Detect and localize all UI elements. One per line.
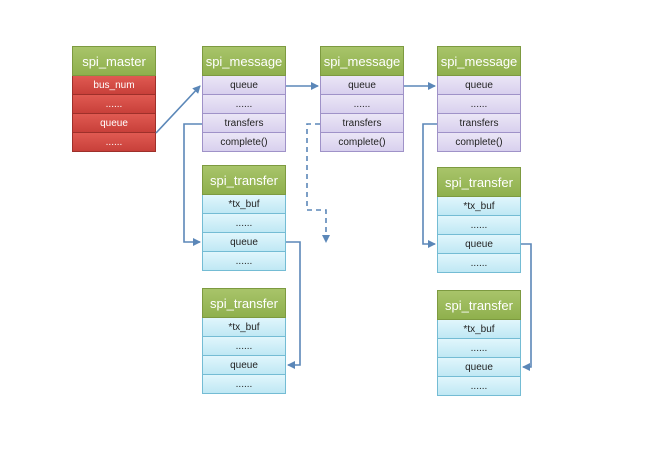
field-ellipsis: ...... <box>72 95 156 114</box>
field-ellipsis: ...... <box>202 252 286 271</box>
field-ellipsis: ...... <box>202 337 286 356</box>
field-complete: complete() <box>437 133 521 152</box>
spi-transfer-struct-3: spi_transfer *tx_buf ...... queue ...... <box>437 167 521 273</box>
field-ellipsis: ...... <box>437 339 521 358</box>
field-transfers: transfers <box>202 114 286 133</box>
field-ellipsis: ...... <box>437 216 521 235</box>
struct-title: spi_transfer <box>202 288 286 318</box>
arrow-transfer3-to-transfer4 <box>521 243 532 371</box>
struct-title: spi_transfer <box>437 167 521 197</box>
arrow-message1-transfers <box>183 123 202 246</box>
field-queue: queue <box>202 233 286 252</box>
field-ellipsis: ...... <box>320 95 404 114</box>
field-tx-buf: *tx_buf <box>202 318 286 337</box>
field-complete: complete() <box>202 133 286 152</box>
field-transfers: transfers <box>437 114 521 133</box>
field-queue: queue <box>202 76 286 95</box>
spi-message-struct-3: spi_message queue ...... transfers compl… <box>437 46 521 152</box>
struct-title: spi_master <box>72 46 156 76</box>
arrow-message2-transfers-dashed <box>306 123 330 243</box>
field-queue: queue <box>320 76 404 95</box>
field-ellipsis: ...... <box>72 133 156 152</box>
field-ellipsis: ...... <box>202 375 286 394</box>
struct-title: spi_transfer <box>437 290 521 320</box>
field-ellipsis: ...... <box>437 254 521 273</box>
field-queue: queue <box>202 356 286 375</box>
field-ellipsis: ...... <box>437 377 521 396</box>
field-queue: queue <box>72 114 156 133</box>
field-ellipsis: ...... <box>202 95 286 114</box>
struct-title: spi_message <box>202 46 286 76</box>
spi-transfer-struct-4: spi_transfer *tx_buf ...... queue ...... <box>437 290 521 396</box>
arrow-master-to-message <box>155 85 201 134</box>
spi-message-struct-1: spi_message queue ...... transfers compl… <box>202 46 286 152</box>
struct-title: spi_transfer <box>202 165 286 195</box>
field-bus-num: bus_num <box>72 76 156 95</box>
field-complete: complete() <box>320 133 404 152</box>
field-queue: queue <box>437 235 521 254</box>
field-ellipsis: ...... <box>437 95 521 114</box>
spi-transfer-struct-2: spi_transfer *tx_buf ...... queue ...... <box>202 288 286 394</box>
field-tx-buf: *tx_buf <box>437 197 521 216</box>
field-queue: queue <box>437 358 521 377</box>
field-tx-buf: *tx_buf <box>202 195 286 214</box>
struct-title: spi_message <box>437 46 521 76</box>
arrow-transfer1-to-transfer2 <box>286 241 301 369</box>
spi-master-struct: spi_master bus_num ...... queue ...... <box>72 46 156 152</box>
spi-transfer-struct-1: spi_transfer *tx_buf ...... queue ...... <box>202 165 286 271</box>
arrow-message3-transfers <box>422 123 437 248</box>
spi-message-struct-2: spi_message queue ...... transfers compl… <box>320 46 404 152</box>
struct-title: spi_message <box>320 46 404 76</box>
field-transfers: transfers <box>320 114 404 133</box>
field-queue: queue <box>437 76 521 95</box>
field-ellipsis: ...... <box>202 214 286 233</box>
field-tx-buf: *tx_buf <box>437 320 521 339</box>
